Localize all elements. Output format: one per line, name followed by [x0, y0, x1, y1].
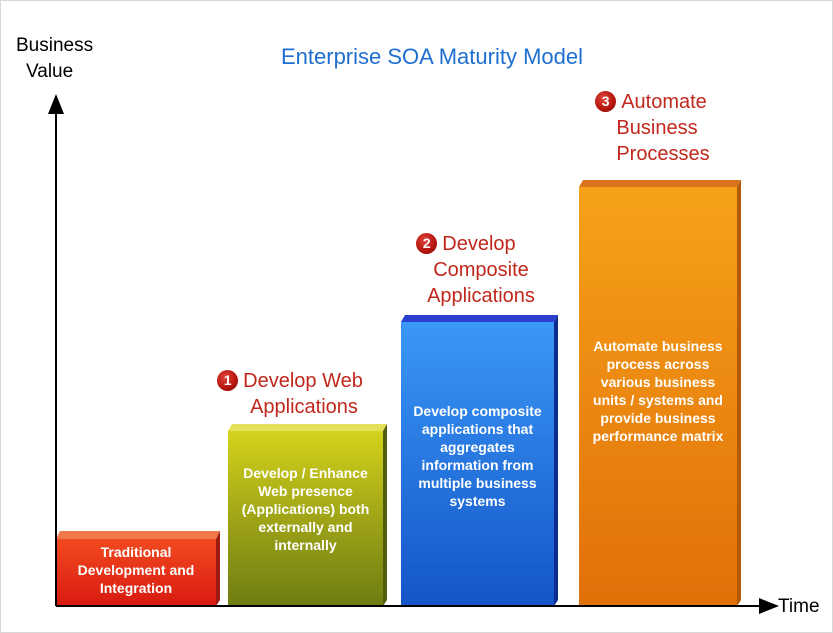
x-axis-label: Time — [778, 596, 820, 617]
number-badge-icon: 3 — [595, 91, 617, 112]
y-axis-label: Business Value — [16, 35, 94, 82]
stage-bar-business-processes — [579, 180, 741, 606]
stage-bar-web-applications — [228, 424, 387, 606]
stage-bar-composite-applications — [401, 315, 558, 606]
number-badge-icon: 2 — [416, 233, 438, 254]
diagram-title: Enterprise SOA Maturity Model — [280, 44, 583, 69]
stage-description-1: Develop / Enhance Web presence (Applicat… — [241, 465, 370, 553]
stage-bar-traditional — [56, 531, 220, 606]
number-badge-icon: 1 — [217, 370, 239, 391]
stage-description-2: Develop composite applications that aggr… — [413, 403, 542, 509]
stage-description-3: Automate business process across various… — [592, 338, 724, 444]
stage-description-0: Traditional Development and Integration — [77, 544, 195, 596]
